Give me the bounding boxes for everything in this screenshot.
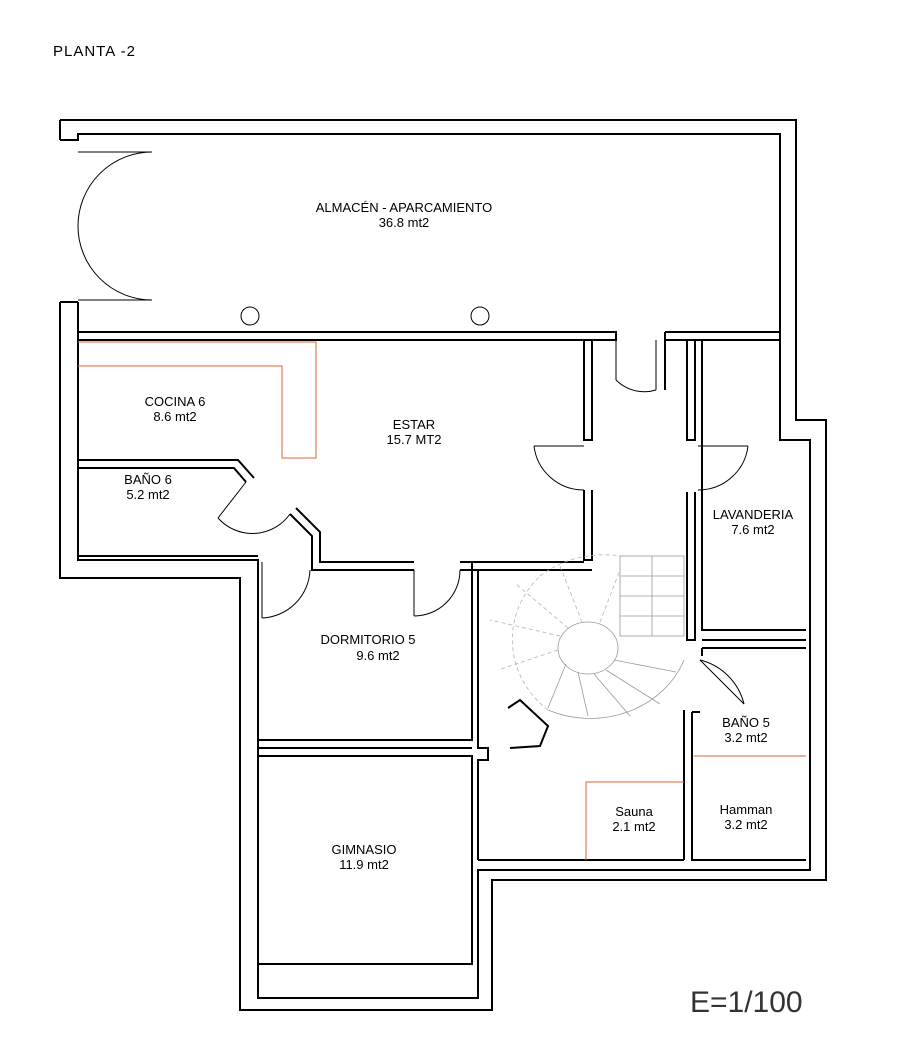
exterior-walls <box>59 119 827 1011</box>
room-bano6: BAÑO 6 5.2 mt2 <box>124 472 172 502</box>
interior-walls <box>78 331 806 965</box>
room-hamman: Hamman 3.2 mt2 <box>720 802 773 832</box>
room-name: DORMITORIO 5 <box>320 632 415 647</box>
room-area: 36.8 mt2 <box>379 215 430 230</box>
room-bano5: BAÑO 5 3.2 mt2 <box>722 715 770 745</box>
room-area: 3.2 mt2 <box>724 817 767 832</box>
room-sauna: Sauna 2.1 mt2 <box>612 804 655 834</box>
room-dormitorio5: DORMITORIO 5 9.6 mt2 <box>320 632 415 663</box>
garage-double-door <box>77 151 153 301</box>
column <box>240 306 260 326</box>
fixtures <box>78 341 806 860</box>
column <box>470 306 490 326</box>
plan-title: PLANTA -2 <box>53 43 136 60</box>
spiral-stair <box>489 554 685 749</box>
room-name: LAVANDERIA <box>713 507 794 522</box>
room-area: 7.6 mt2 <box>731 522 774 537</box>
room-area: 9.6 mt2 <box>356 648 399 663</box>
doors <box>217 340 749 705</box>
room-estar: ESTAR 15.7 MT2 <box>387 417 442 447</box>
room-name: COCINA 6 <box>145 394 206 409</box>
room-name: BAÑO 5 <box>722 715 770 730</box>
room-area: 2.1 mt2 <box>612 819 655 834</box>
room-area: 8.6 mt2 <box>153 409 196 424</box>
room-gimnasio: GIMNASIO 11.9 mt2 <box>331 842 396 872</box>
room-area: 11.9 mt2 <box>339 857 389 872</box>
room-name: GIMNASIO <box>331 842 396 857</box>
room-area: 5.2 mt2 <box>126 487 169 502</box>
room-name: Hamman <box>720 802 773 817</box>
room-lavanderia: LAVANDERIA 7.6 mt2 <box>713 507 794 537</box>
plan-scale: E=1/100 <box>690 986 803 1019</box>
room-name: Sauna <box>615 804 653 819</box>
room-cocina: COCINA 6 8.6 mt2 <box>145 394 206 424</box>
room-area: 3.2 mt2 <box>724 730 767 745</box>
room-name: BAÑO 6 <box>124 472 172 487</box>
room-area: 15.7 MT2 <box>387 432 442 447</box>
room-name: ALMACÉN - APARCAMIENTO <box>316 200 493 215</box>
room-name: ESTAR <box>393 417 435 432</box>
room-almacen: ALMACÉN - APARCAMIENTO 36.8 mt2 <box>316 200 493 230</box>
